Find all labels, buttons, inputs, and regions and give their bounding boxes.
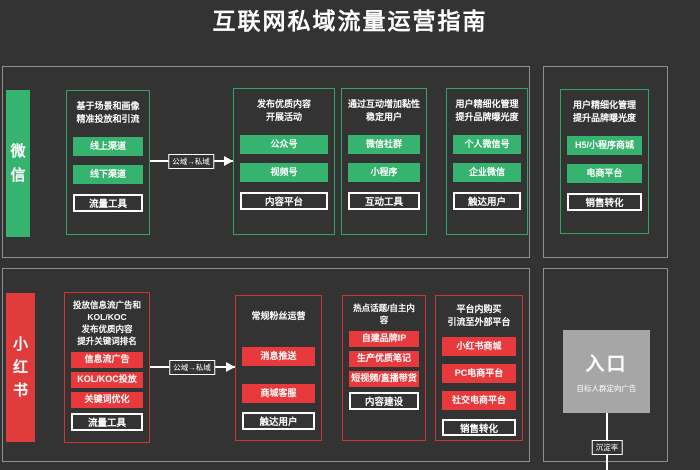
arrow-right-icon bbox=[226, 362, 235, 372]
wechat-platform-label: 微信 bbox=[10, 143, 26, 184]
stage-tool-label: 触达用户 bbox=[453, 192, 521, 210]
stage-header: 基于场景和画像 精准投放和引流 bbox=[76, 101, 140, 124]
stage-header: 热点话题/自主内容 bbox=[353, 303, 415, 325]
xiaohongshu-platform-label: 小红书 bbox=[12, 335, 28, 400]
wechat-stage-conversion: 用户精细化管理 提升品牌曝光度 H5/小程序商城 电商平台 销售转化 bbox=[560, 89, 649, 234]
stage-item: 公众号 bbox=[240, 135, 328, 154]
xiaohongshu-main-panel bbox=[2, 268, 530, 462]
stage-item: 小红书商城 bbox=[442, 337, 516, 356]
stage-header: 用户精细化管理 提升品牌曝光度 bbox=[455, 99, 519, 122]
stage-header: 常规粉丝运营 bbox=[251, 310, 306, 321]
wechat-flow-label: 公域→私域 bbox=[168, 154, 214, 169]
stage-header: 通过互动增加黏性 稳定用户 bbox=[348, 99, 421, 122]
stage-item: 线上渠道 bbox=[73, 137, 143, 156]
stage-tool-label: 内容建设 bbox=[349, 391, 419, 410]
stage-tool-label: 互动工具 bbox=[348, 192, 420, 210]
stage-tool-label: 流量工具 bbox=[73, 194, 143, 212]
stage-item: 自建品牌IP bbox=[349, 330, 419, 347]
wechat-main-panel bbox=[2, 66, 530, 258]
xiaohongshu-flow-label: 公域→私域 bbox=[169, 360, 215, 375]
wechat-stage-acquisition: 基于场景和画像 精准投放和引流 线上渠道 线下渠道 流量工具 bbox=[66, 90, 150, 235]
entry-box: 入口 目标人群定向广告 bbox=[563, 330, 650, 413]
stage-header: 平台内购买 引流至外部平台 bbox=[447, 304, 511, 327]
xiaohongshu-stage-content: 热点话题/自主内容 自建品牌IP 生产优质笔记 短视频/直播带货 内容建设 bbox=[342, 295, 426, 441]
stage-item: PC电商平台 bbox=[442, 364, 516, 383]
stage-item: 企业微信 bbox=[453, 163, 521, 182]
arrow-right-icon bbox=[224, 156, 233, 166]
stage-item: 微信社群 bbox=[348, 135, 420, 154]
xiaohongshu-stage-conversion: 平台内购买 引流至外部平台 小红书商城 PC电商平台 社交电商平台 销售转化 bbox=[435, 295, 523, 441]
xiaohongshu-platform-bar: 小红书 bbox=[6, 293, 35, 442]
stage-item: 社交电商平台 bbox=[442, 391, 516, 410]
page-title: 互联网私域流量运营指南 bbox=[212, 8, 488, 34]
entry-title: 入口 bbox=[585, 354, 628, 375]
stage-item: 消息推送 bbox=[242, 347, 315, 366]
stage-item: 生产优质笔记 bbox=[349, 350, 419, 367]
wechat-side-panel bbox=[543, 66, 668, 258]
stage-item: 个人微信号 bbox=[453, 135, 521, 154]
entry-subtitle: 目标人群定向广告 bbox=[576, 384, 637, 393]
stage-header: 投放信息流广告和 KOL/KOC 发布优质内容 提升关键词排名 bbox=[72, 300, 141, 346]
entry-metric-label: 沉淀率 bbox=[591, 440, 623, 455]
xiaohongshu-stage-fans: 常规粉丝运营 消息推送 商城客服 触达用户 bbox=[235, 295, 322, 441]
xiaohongshu-stage-acquisition: 投放信息流广告和 KOL/KOC 发布优质内容 提升关键词排名 信息流广告 KO… bbox=[64, 292, 150, 443]
stage-tool-label: 销售转化 bbox=[442, 419, 516, 436]
stage-tool-label: 销售转化 bbox=[567, 193, 642, 211]
stage-tool-label: 内容平台 bbox=[240, 192, 328, 210]
stage-header: 用户精细化管理 提升品牌曝光度 bbox=[572, 100, 636, 123]
wechat-stage-management: 用户精细化管理 提升品牌曝光度 个人微信号 企业微信 触达用户 bbox=[446, 88, 528, 235]
stage-item: 小程序 bbox=[348, 163, 420, 182]
wechat-stage-interaction: 通过互动增加黏性 稳定用户 微信社群 小程序 互动工具 bbox=[341, 88, 427, 235]
stage-item: 信息流广告 bbox=[71, 351, 143, 368]
stage-item: KOL/KOC投放 bbox=[71, 371, 143, 388]
xiaohongshu-side-panel bbox=[543, 268, 668, 462]
stage-item: 关键词优化 bbox=[71, 391, 143, 408]
stage-header: 发布优质内容 开展活动 bbox=[256, 99, 311, 122]
stage-item: 视频号 bbox=[240, 163, 328, 182]
wechat-stage-content: 发布优质内容 开展活动 公众号 视频号 内容平台 bbox=[233, 88, 335, 235]
stage-item: 短视频/直播带货 bbox=[349, 370, 419, 387]
wechat-platform-bar: 微信 bbox=[6, 90, 30, 237]
stage-tool-label: 流量工具 bbox=[71, 412, 143, 431]
stage-item: H5/小程序商城 bbox=[567, 136, 642, 155]
stage-item: 电商平台 bbox=[567, 164, 642, 183]
stage-tool-label: 触达用户 bbox=[242, 412, 315, 430]
stage-item: 线下渠道 bbox=[73, 165, 143, 184]
stage-item: 商城客服 bbox=[242, 384, 315, 403]
